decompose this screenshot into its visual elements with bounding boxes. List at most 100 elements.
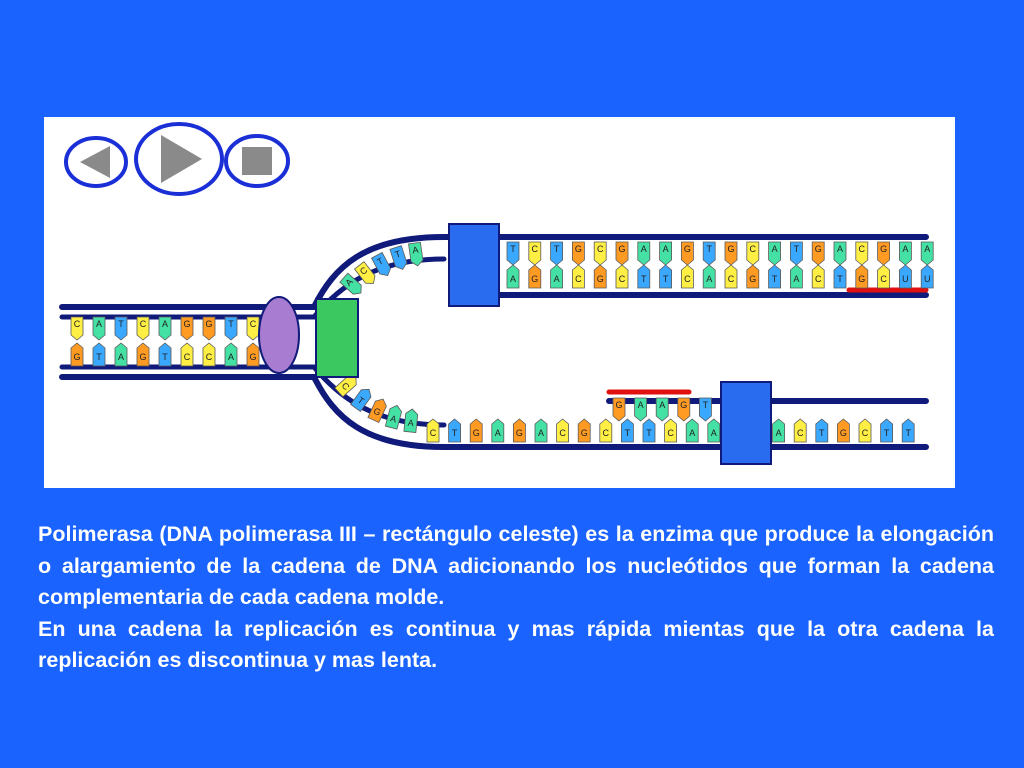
nucleotide: G — [615, 241, 629, 266]
nucleotide-letter: A — [96, 319, 102, 329]
nucleotide: A — [920, 241, 934, 266]
nucleotide-letter: C — [815, 274, 822, 284]
nucleotide-letter: T — [375, 256, 385, 268]
nucleotide-letter: U — [902, 274, 909, 284]
nucleotide-letter: C — [880, 274, 887, 284]
back-icon — [80, 146, 110, 178]
nucleotide-letter: G — [581, 428, 588, 438]
stop-icon — [242, 147, 272, 175]
helicase — [258, 296, 300, 374]
nucleotide: C — [426, 418, 440, 443]
nucleotide: T — [833, 264, 847, 289]
nucleotide-letter: T — [884, 428, 890, 438]
nucleotide: T — [637, 264, 651, 289]
nucleotide-letter: G — [815, 244, 822, 254]
nucleotide: T — [92, 342, 106, 367]
nucleotide-letter: A — [638, 400, 644, 410]
nucleotide: G — [469, 418, 483, 443]
nucleotide: G — [855, 264, 869, 289]
nucleotide-letter: C — [74, 319, 81, 329]
nucleotide-letter: G — [575, 244, 582, 254]
nucleotide-letter: A — [663, 244, 669, 254]
nucleotide-letter: G — [372, 406, 383, 418]
nucleotide: C — [615, 264, 629, 289]
nucleotide-letter: T — [554, 244, 560, 254]
nucleotide: A — [659, 241, 672, 266]
nucleotide-letter: A — [711, 428, 717, 438]
nucleotide: C — [528, 241, 542, 266]
nucleotide-letter: A — [162, 319, 168, 329]
nucleotide-letter: A — [495, 428, 501, 438]
nucleotide: C — [70, 316, 84, 341]
nucleotide: G — [512, 418, 526, 443]
nucleotide: G — [724, 241, 738, 266]
nucleotide-letter: C — [140, 319, 147, 329]
nucleotide-letter: C — [859, 244, 866, 254]
nucleotide: C — [599, 418, 613, 443]
nucleotide: G — [180, 316, 194, 341]
nucleotide-letter: C — [684, 274, 691, 284]
nucleotide-letter: T — [794, 244, 800, 254]
nucleotide-letter: C — [862, 428, 869, 438]
nucleotide-letter: A — [412, 245, 419, 256]
nucleotide-letter: T — [162, 352, 168, 362]
stop-button[interactable] — [224, 134, 290, 188]
nucleotide-letter: T — [452, 428, 458, 438]
nucleotide: C — [353, 261, 376, 284]
nucleotide: G — [246, 342, 260, 367]
nucleotide-letter: A — [772, 244, 778, 254]
nucleotide: C — [724, 264, 738, 289]
nucleotide: G — [528, 264, 542, 289]
nucleotide: G — [577, 418, 591, 443]
nucleotide-letter: T — [510, 244, 516, 254]
nucleotide-letter: G — [249, 352, 256, 362]
nucleotide-letter: C — [206, 352, 213, 362]
nucleotide-letter: T — [772, 274, 778, 284]
nucleotide-letter: T — [646, 428, 652, 438]
nucleotide-letter: C — [597, 244, 604, 254]
nucleotide-letter: G — [139, 352, 146, 362]
nucleotide: A — [384, 404, 403, 430]
nucleotide-letter: T — [819, 428, 825, 438]
nucleotide: A — [158, 316, 172, 341]
nucleotide: T — [158, 342, 172, 367]
nucleotide-letter: G — [880, 244, 887, 254]
nucleotide-letter: C — [430, 428, 437, 438]
nucleotide: T — [114, 316, 128, 341]
nucleotide-letter: T — [641, 274, 647, 284]
nucleotide: A — [833, 241, 847, 266]
nucleotide: A — [655, 397, 669, 422]
nucleotide-letter: A — [924, 244, 930, 254]
nucleotide: C — [556, 418, 569, 443]
nucleotide-letter: T — [663, 274, 669, 284]
play-icon — [161, 135, 202, 183]
play-button[interactable] — [134, 122, 224, 196]
nucleotide: A — [772, 418, 785, 443]
nucleotide: A — [634, 397, 647, 422]
nucleotide: T — [659, 264, 672, 289]
nucleotide: G — [572, 241, 585, 266]
nucleotide-letter: A — [706, 274, 712, 284]
nucleotide-letter: A — [343, 277, 354, 288]
nucleotide-letter: C — [559, 428, 566, 438]
nucleotide: G — [837, 418, 850, 443]
nucleotide: G — [202, 316, 216, 341]
nucleotide: T — [350, 388, 372, 412]
nucleotide: G — [367, 398, 387, 424]
nucleotide: C — [593, 241, 607, 266]
nucleotide-letter: T — [905, 428, 911, 438]
nucleotide-letter: G — [531, 274, 538, 284]
nucleotide-letter: A — [228, 352, 234, 362]
nucleotide-letter: A — [538, 428, 544, 438]
nucleotide: T — [389, 245, 408, 270]
nucleotide: C — [746, 241, 760, 266]
nucleotide-letter: A — [641, 244, 647, 254]
nucleotide-letter: C — [184, 352, 191, 362]
back-button[interactable] — [64, 136, 128, 188]
nucleotide-letter: C — [603, 428, 610, 438]
nucleotide: C — [664, 418, 677, 443]
nucleotide: A — [768, 241, 781, 266]
nucleotide: A — [790, 264, 803, 289]
nucleotide-letter: T — [625, 428, 631, 438]
